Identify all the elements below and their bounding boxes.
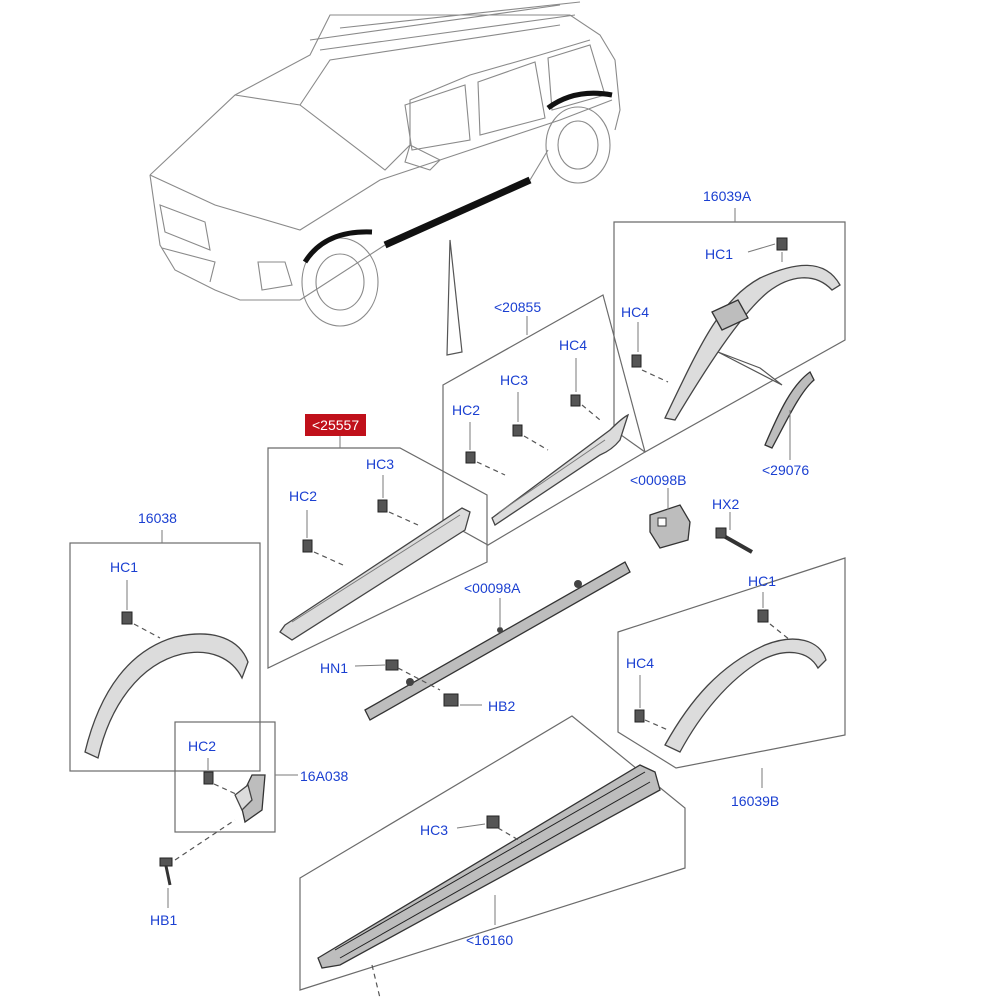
sill-rail-00098a xyxy=(364,561,631,721)
callout-00098b[interactable]: <00098B xyxy=(630,472,687,488)
pointer-wedge xyxy=(446,239,463,356)
callout-header-code[interactable]: <25557 xyxy=(305,414,367,436)
group-box-16039a xyxy=(613,221,846,453)
clip-hc3-b xyxy=(512,424,523,437)
fastener-hc2-b[interactable]: HC2 xyxy=(452,402,481,418)
fastener-hc4-b[interactable]: HC4 xyxy=(559,337,588,353)
clip-hc1-d xyxy=(121,611,133,625)
front-arch-moulding-16039b xyxy=(664,638,827,753)
callout-29076[interactable]: <29076 xyxy=(762,462,810,478)
vehicle-illustration xyxy=(149,1,621,327)
clip-hc1-a xyxy=(776,237,788,262)
group-box-20855 xyxy=(442,294,646,546)
fastener-hb1[interactable]: HB1 xyxy=(150,912,178,928)
fastener-hc2-f[interactable]: HC2 xyxy=(188,738,217,754)
fastener-hc3-g[interactable]: HC3 xyxy=(420,822,449,838)
mud-flap xyxy=(239,774,266,824)
clip-hb2 xyxy=(443,693,459,707)
fastener-hc1-e[interactable]: HC1 xyxy=(748,573,777,589)
rear-arch-moulding xyxy=(664,264,841,421)
group-box-16a038 xyxy=(174,721,276,833)
group-box-25557 xyxy=(267,447,488,669)
bolt-hx2 xyxy=(715,527,753,554)
rear-door-moulding xyxy=(279,507,471,641)
callout-16038[interactable]: 16038 xyxy=(138,510,177,526)
fastener-hc1-a[interactable]: HC1 xyxy=(705,246,734,262)
fastener-hn1[interactable]: HN1 xyxy=(320,660,349,676)
fastener-hc3-b[interactable]: HC3 xyxy=(500,372,529,388)
clip-hc3-c xyxy=(377,499,388,513)
front-door-moulding xyxy=(491,413,630,526)
clip-hc4-b xyxy=(570,394,581,407)
group-box-16160 xyxy=(299,715,686,991)
clip-hc3-g xyxy=(486,815,500,829)
running-board xyxy=(317,764,661,969)
group-box-16038 xyxy=(69,542,261,772)
clip-hc1-e xyxy=(757,609,769,623)
clip-hc4-a xyxy=(631,354,642,368)
clip-hn1 xyxy=(385,659,399,671)
clip-hc4-e xyxy=(634,709,645,723)
fastener-hb2[interactable]: HB2 xyxy=(488,698,516,714)
fastener-hc1-d[interactable]: HC1 xyxy=(110,559,139,575)
clip-hc2-f xyxy=(203,771,214,785)
bracket-00098b xyxy=(649,504,691,549)
clip-hc2-c xyxy=(302,539,313,553)
fastener-hc3-c[interactable]: HC3 xyxy=(366,456,395,472)
bolt-hb1 xyxy=(159,857,173,886)
front-arch-moulding xyxy=(84,633,249,759)
group-box-16039b xyxy=(617,557,846,769)
fastener-hx2[interactable]: HX2 xyxy=(712,496,740,512)
callout-16039a[interactable]: 16039A xyxy=(703,188,752,204)
callout-16160[interactable]: <16160 xyxy=(466,932,514,948)
callout-20855[interactable]: <20855 xyxy=(494,299,542,315)
fastener-hc4-e[interactable]: HC4 xyxy=(626,655,655,671)
arch-bracket xyxy=(711,299,749,331)
callout-16039b[interactable]: 16039B xyxy=(731,793,780,809)
fastener-hc2-c[interactable]: HC2 xyxy=(289,488,318,504)
fastener-hc4-a[interactable]: HC4 xyxy=(621,304,650,320)
callout-00098a[interactable]: <00098A xyxy=(464,580,521,596)
clip-hc2-b xyxy=(465,451,476,464)
callout-16a038[interactable]: 16A038 xyxy=(300,768,349,784)
